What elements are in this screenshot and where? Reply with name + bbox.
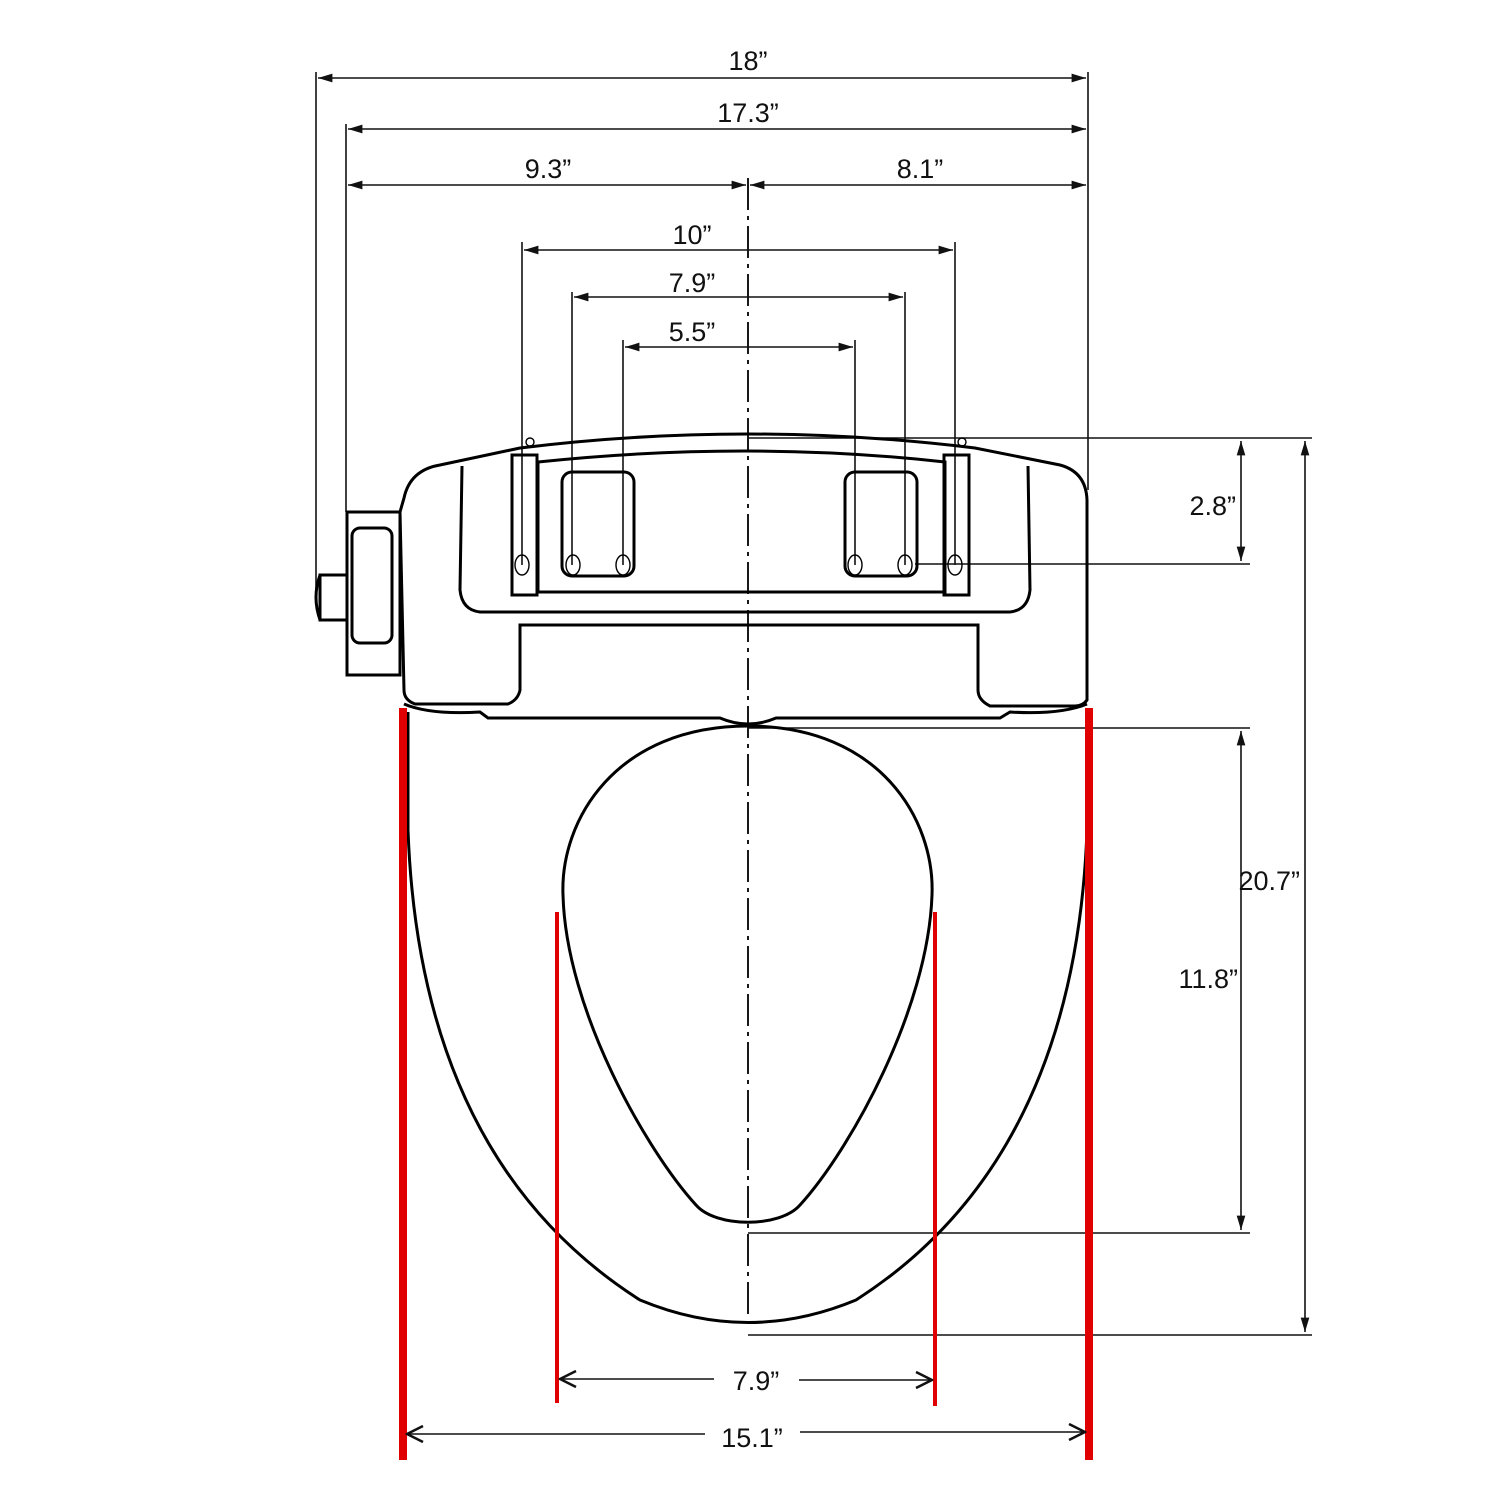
label-middle-bolt-span: 7.9”: [669, 268, 716, 298]
label-opening-width: 7.9”: [733, 1366, 780, 1396]
label-body-width: 17.3”: [717, 98, 779, 128]
label-opening-length: 11.8”: [1178, 964, 1238, 994]
extension-lines: [315, 72, 1089, 590]
dim-opening-width: [560, 1379, 932, 1380]
label-overall-length: 20.7”: [1238, 866, 1300, 896]
right-extension-lines: [748, 437, 1312, 1336]
red-guide-lines: [399, 708, 1093, 1460]
dim-seat-width: [407, 1432, 1085, 1434]
label-outer-bolt-span: 10”: [672, 220, 711, 250]
label-left-to-center: 9.3”: [525, 154, 572, 184]
seat-opening: [561, 724, 934, 1224]
label-seat-width: 15.1”: [721, 1423, 783, 1453]
label-overall-width: 18”: [728, 46, 767, 76]
seat-outline: [406, 712, 1089, 1324]
label-front-to-bolt: 2.8”: [1189, 491, 1236, 521]
hinge-housing: [314, 432, 1089, 726]
label-inner-bolt-span: 5.5”: [669, 317, 716, 347]
label-center-to-right: 8.1”: [897, 154, 944, 184]
